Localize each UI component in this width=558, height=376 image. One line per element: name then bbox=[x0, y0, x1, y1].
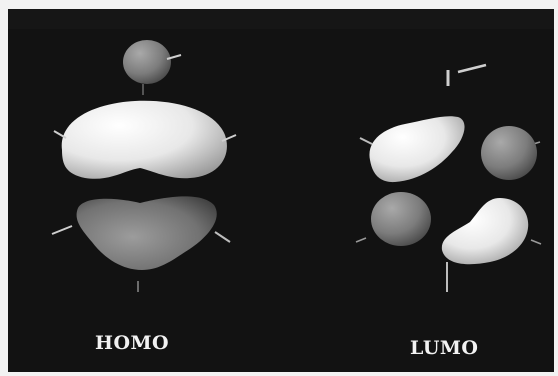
homo-top-lobe bbox=[123, 40, 171, 84]
lumo-upper-right-lobe bbox=[481, 126, 537, 180]
homo-label: HOMO bbox=[95, 332, 169, 354]
lumo-lower-left-lobe bbox=[371, 192, 431, 246]
lumo-label: LUMO bbox=[410, 337, 478, 359]
dark-background bbox=[8, 9, 554, 372]
